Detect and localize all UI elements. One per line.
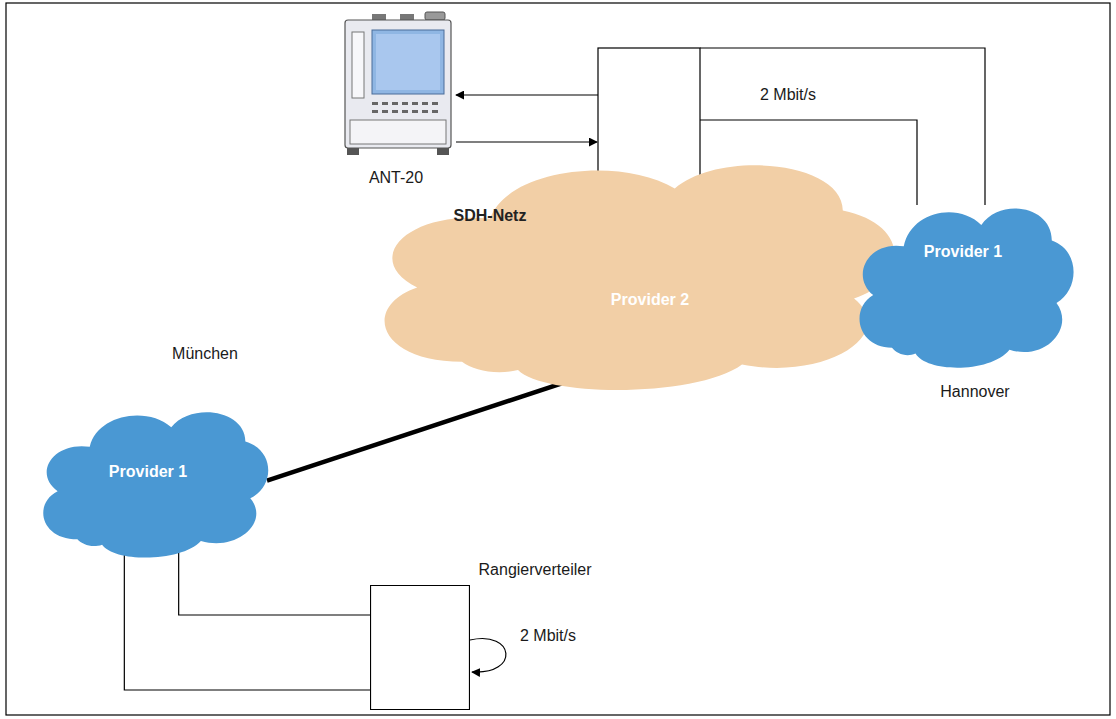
bitrate-label: 2 Mbit/s <box>760 85 816 104</box>
network-cloud: SDH-NetzProvider 2 <box>350 128 910 403</box>
wire <box>124 552 370 690</box>
loop-arrow <box>470 639 506 673</box>
provider-cloud: Provider 1Hannover <box>845 182 1080 377</box>
provider-name: Provider 1 <box>109 462 187 481</box>
provider-cloud: MünchenProvider 1 <box>28 388 275 566</box>
network-name: SDH-Netz <box>454 206 527 225</box>
bitrate-label: 2 Mbit/s <box>520 626 576 645</box>
distribution-frame: Rangierverteiler <box>370 585 470 710</box>
provider-name: Provider 1 <box>924 242 1002 261</box>
city-name: Hannover <box>940 382 1009 401</box>
signal-arrow <box>456 141 597 142</box>
signal-arrow <box>456 94 598 95</box>
cloud-shape <box>350 128 910 403</box>
frame <box>6 3 1110 715</box>
ant20-device <box>345 12 451 155</box>
cloud-shape <box>845 182 1080 377</box>
device-name: ANT-20 <box>369 168 423 187</box>
frame-name: Rangierverteiler <box>479 560 592 579</box>
provider-name: Provider 2 <box>611 290 689 309</box>
wire <box>179 552 370 615</box>
city-name: München <box>172 344 238 363</box>
box-shape <box>370 585 470 710</box>
